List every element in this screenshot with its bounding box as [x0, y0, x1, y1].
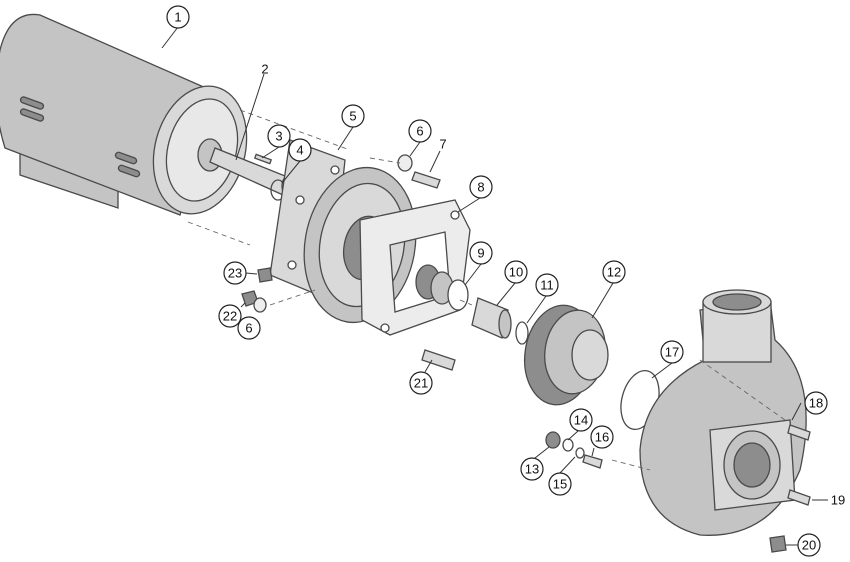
svg-text:20: 20: [802, 538, 816, 553]
callout-2: 2: [261, 62, 268, 77]
impeller: [523, 304, 609, 406]
callout-14: 14: [569, 408, 593, 432]
callout-1: 1: [166, 5, 190, 29]
callout-3: 3: [267, 124, 291, 148]
svg-text:1: 1: [174, 10, 181, 25]
screw-16: [582, 454, 603, 469]
motor: [0, 13, 248, 216]
svg-text:22: 22: [223, 309, 237, 324]
callout-7: 7: [439, 137, 446, 152]
leader-lines: [161, 26, 828, 546]
svg-text:3: 3: [275, 129, 282, 144]
callout-6-lower: 6: [237, 316, 261, 340]
callout-21: 21: [409, 371, 433, 395]
svg-text:12: 12: [607, 265, 621, 280]
shaft-key: [253, 153, 273, 165]
callout-18: 18: [804, 391, 828, 415]
bolt-18: [787, 424, 811, 441]
svg-text:16: 16: [595, 430, 609, 445]
svg-text:13: 13: [525, 462, 539, 477]
callout-15: 15: [548, 472, 572, 496]
callout-10: 10: [504, 260, 528, 284]
washer-6-lower: [253, 297, 267, 313]
svg-text:17: 17: [665, 345, 679, 360]
callout-13: 13: [520, 457, 544, 481]
svg-text:2: 2: [261, 62, 268, 77]
callout-19: 19: [831, 493, 845, 508]
callout-12: 12: [602, 260, 626, 284]
stud-21: [421, 349, 456, 371]
svg-text:21: 21: [414, 376, 428, 391]
callout-17: 17: [660, 340, 684, 364]
mechanical-seal: [415, 264, 469, 311]
svg-text:4: 4: [296, 143, 303, 158]
svg-text:8: 8: [477, 180, 484, 195]
bolt-7: [411, 171, 441, 189]
callout-8: 8: [469, 175, 493, 199]
svg-text:14: 14: [574, 413, 588, 428]
shaft-sleeve: [471, 297, 512, 339]
svg-text:5: 5: [349, 109, 356, 124]
callout-5: 5: [341, 104, 365, 128]
washer-14: [562, 438, 574, 452]
o-ring-15: [575, 447, 585, 459]
callout-6-upper: 6: [408, 119, 432, 143]
callout-11: 11: [535, 273, 559, 297]
callout-20: 20: [797, 533, 821, 557]
plug-23: [257, 267, 273, 283]
svg-text:23: 23: [228, 266, 242, 281]
svg-text:18: 18: [809, 396, 823, 411]
gasket: [359, 199, 471, 336]
svg-text:15: 15: [553, 477, 567, 492]
pump-casing: [639, 289, 807, 536]
o-ring-sleeve: [515, 321, 529, 345]
drain-plug-20: [769, 535, 787, 553]
callout-23: 23: [223, 261, 247, 285]
svg-text:7: 7: [439, 137, 446, 152]
callout-22: 22: [218, 304, 242, 328]
svg-text:9: 9: [477, 246, 484, 261]
washer-6-upper: [397, 154, 413, 172]
svg-text:11: 11: [540, 278, 554, 293]
svg-text:6: 6: [245, 321, 252, 336]
callout-9: 9: [469, 241, 493, 265]
svg-text:10: 10: [509, 265, 523, 280]
svg-text:6: 6: [416, 124, 423, 139]
impeller-washer-13: [545, 431, 561, 449]
alignment-lines: [187, 109, 786, 471]
callout-4: 4: [288, 138, 312, 162]
svg-text:19: 19: [831, 493, 845, 508]
hardware: [241, 154, 811, 553]
callout-16: 16: [590, 425, 614, 449]
bolt-19: [787, 489, 811, 506]
